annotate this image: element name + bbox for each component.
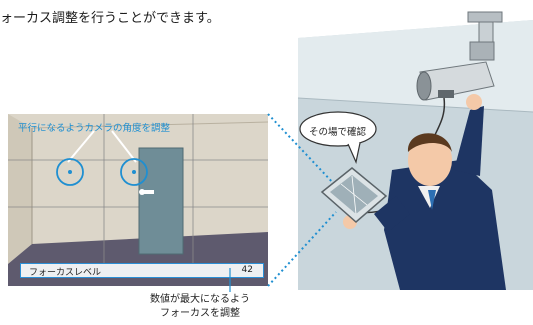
door-handle-icon [139,189,154,195]
target-circle-icon [56,158,84,186]
speech-bubble-text: その場で確認 [309,127,367,138]
handheld-monitor-icon [320,167,388,223]
caption-line-2: フォーカスを調整 [160,308,240,319]
caption-line-1: 数値が最大になるよう [150,294,250,305]
camera-preview-panel: 平行になるようカメラの角度を調整 フォーカスレベル 42 [8,114,268,286]
focus-caption: 数値が最大になるよう フォーカスを調整 [120,293,280,321]
focus-level-bar: フォーカスレベル 42 [20,263,264,278]
panel-heading: 平行になるようカメラの角度を調整 [18,123,171,134]
security-camera-icon [416,11,503,101]
focus-level-label: フォーカスレベル [29,268,102,278]
technician-figure [343,94,506,290]
focus-level-value: 42 [241,265,253,275]
intro-text: ォーカス調整を行うことができます。 [0,11,220,26]
target-circle-icon [120,158,148,186]
room-preview-image [8,114,268,286]
speech-bubble-icon [299,111,377,164]
